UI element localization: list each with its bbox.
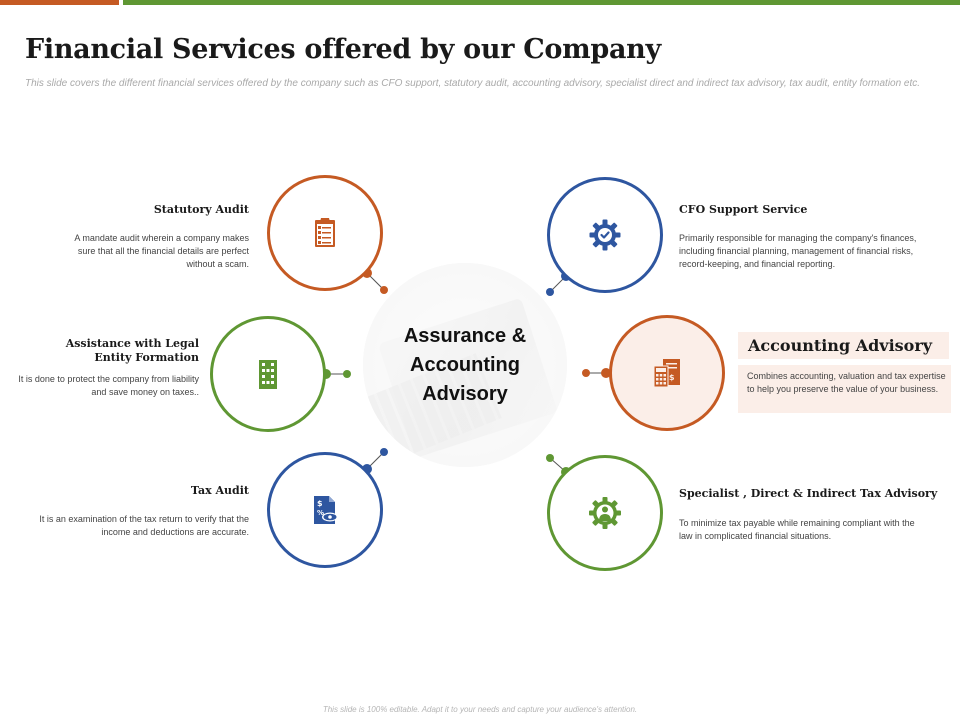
page-subtitle: This slide covers the different financia… bbox=[25, 78, 921, 89]
page-title: Financial Services offered by our Compan… bbox=[25, 34, 661, 65]
clipboard-checklist-icon bbox=[315, 218, 335, 247]
tax-advisory-title: Specialist , Direct & Indirect Tax Advis… bbox=[679, 487, 938, 500]
accounting-advisory-description-box bbox=[738, 365, 951, 413]
statutory-audit-ring bbox=[267, 175, 383, 291]
tax-audit-title: Tax Audit bbox=[190, 484, 249, 497]
svg-text:$: $ bbox=[669, 373, 675, 382]
cfo-support-description: Primarily responsible for managing the c… bbox=[679, 233, 917, 269]
statutory-audit-description: A mandate audit wherein a company makes … bbox=[74, 233, 249, 269]
legal-entity-description: It is done to protect the company from l… bbox=[18, 374, 199, 397]
svg-text:$: $ bbox=[317, 499, 323, 508]
calculator-documents-icon: $ bbox=[653, 359, 680, 388]
accounting-advisory-title: Accounting Advisory bbox=[748, 336, 933, 355]
connector-dot-accounting-advisory-end bbox=[582, 369, 590, 377]
legal-entity-ring bbox=[210, 316, 326, 432]
svg-text:%: % bbox=[317, 509, 324, 517]
building-icon bbox=[259, 360, 277, 389]
gear-person-icon bbox=[589, 497, 621, 529]
accounting-advisory-ring: $ bbox=[609, 315, 725, 431]
legal-entity-title: Assistance with Legal Entity Formation bbox=[65, 337, 199, 364]
gear-check-icon bbox=[589, 219, 621, 251]
tax-audit-description: It is an examination of the tax return t… bbox=[39, 514, 249, 537]
center-photo bbox=[363, 263, 567, 467]
statutory-audit-title: Statutory Audit bbox=[153, 203, 249, 216]
tax-advisory-ring bbox=[547, 455, 663, 571]
center-hub: Assurance & Accounting Advisory bbox=[363, 263, 567, 467]
center-label: Assurance & Accounting Advisory bbox=[403, 324, 527, 405]
accounting-advisory-title-box bbox=[738, 332, 949, 359]
connector-dot-legal-entity-end bbox=[343, 370, 351, 378]
footer-note: This slide is 100% editable. Adapt it to… bbox=[322, 705, 638, 714]
accent-bar-orange bbox=[0, 0, 119, 5]
accounting-advisory-description: Combines accounting, valuation and tax e… bbox=[747, 371, 946, 394]
accent-bar-green bbox=[123, 0, 960, 5]
tax-document-eye-icon: $ % bbox=[314, 496, 338, 524]
cfo-support-ring bbox=[547, 177, 663, 293]
tax-advisory-description: To minimize tax payable while remaining … bbox=[679, 518, 915, 541]
cfo-support-title: CFO Support Service bbox=[679, 203, 808, 216]
tax-audit-ring: $ % bbox=[267, 452, 383, 568]
